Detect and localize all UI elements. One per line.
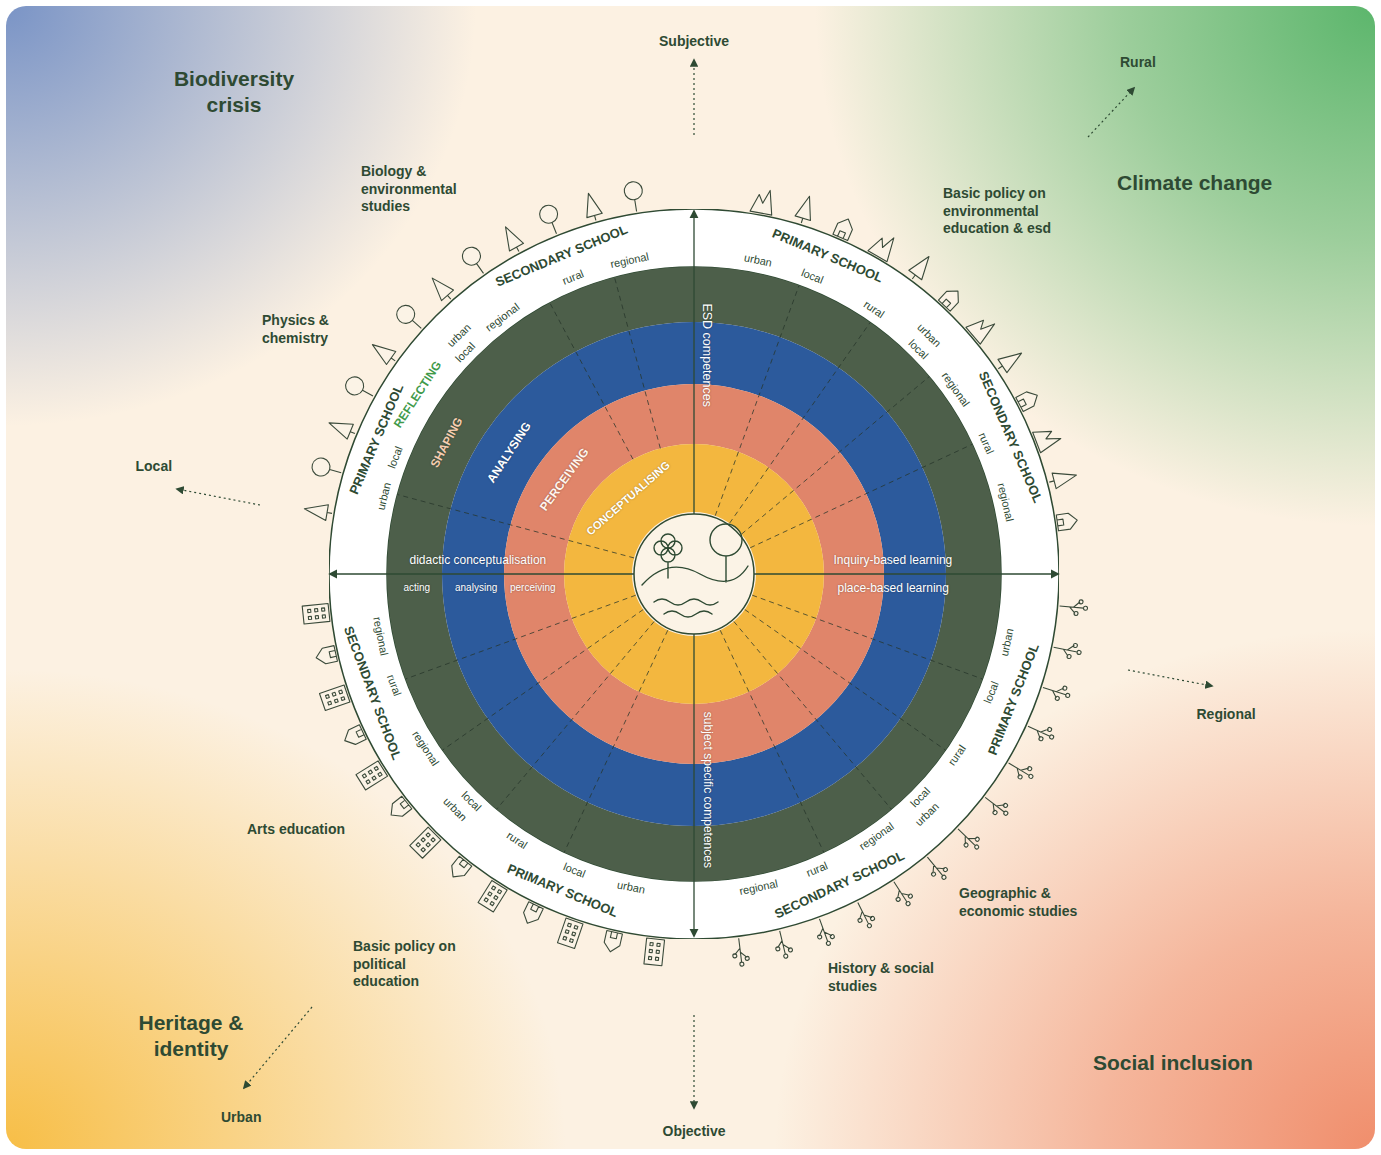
- sector-divider: [615, 277, 661, 448]
- landscape-icon: [994, 347, 1026, 376]
- landscape-icon: [644, 938, 665, 966]
- competence-label: subject specific competences: [700, 712, 714, 868]
- landscape-icon: [1004, 756, 1036, 784]
- subject-label: Geographic & economic studies: [959, 885, 1109, 920]
- landscape-icon: [980, 791, 1012, 821]
- sector-divider: [550, 303, 633, 459]
- subject-label: Basic policy on political education: [353, 938, 475, 991]
- sector-divider: [715, 286, 799, 516]
- centre-emblem: [642, 524, 748, 617]
- landscape-icon: [314, 646, 337, 666]
- landscape-icon: [499, 223, 526, 255]
- landscape-icon: [581, 191, 604, 222]
- subject-label: Biology & environmental studies: [361, 163, 496, 216]
- sector-divider: [730, 323, 871, 524]
- competence-label: analysing: [455, 582, 497, 594]
- landscape-icon: [303, 501, 333, 521]
- landscape-icon: [623, 180, 645, 212]
- subject-label: History & social studies: [828, 960, 953, 995]
- sector-divider: [564, 630, 668, 852]
- landscape-icon: [1059, 598, 1088, 616]
- landscape-icon: [310, 456, 344, 482]
- theme-title: Heritage & identity: [116, 1010, 266, 1063]
- subject-label: Basic policy on environmental education …: [943, 185, 1078, 238]
- theme-title: Climate change: [1117, 170, 1272, 196]
- axis-pointer: [177, 489, 260, 505]
- axis-label: Objective: [663, 1123, 726, 1139]
- axis-pointer: [693, 1015, 694, 1108]
- subject-label: Arts education: [247, 821, 345, 839]
- theme-title: Social inclusion: [1093, 1050, 1253, 1076]
- landscape-icon: [1052, 639, 1083, 660]
- sector-divider: [752, 595, 982, 679]
- centre-disc: [634, 514, 754, 634]
- sector-divider: [734, 621, 891, 809]
- axis-label: Rural: [1120, 54, 1156, 70]
- sector-divider: [720, 630, 824, 852]
- axis-label: Regional: [1197, 706, 1256, 722]
- landscape-icon: [319, 685, 349, 710]
- landscape-icon: [558, 918, 583, 948]
- axis-pointer: [1128, 670, 1212, 686]
- landscape-icon: [1047, 467, 1078, 490]
- landscape-icon: [750, 187, 776, 215]
- landscape-icon: [906, 252, 936, 284]
- landscape-icon: [326, 415, 358, 440]
- sector-divider: [741, 377, 929, 534]
- landscape-icon: [342, 374, 377, 404]
- landscape-icon: [812, 916, 837, 948]
- landscape-icon: [302, 603, 330, 624]
- landscape-icon: [772, 929, 794, 960]
- sector-divider: [745, 610, 946, 751]
- landscape-icon: [1025, 719, 1057, 745]
- sector-divider: [750, 444, 972, 548]
- landscape-icon: [1056, 512, 1078, 531]
- landscape-icon: [602, 931, 622, 954]
- landscape-icon: [794, 194, 817, 225]
- competence-label: place-based learning: [838, 582, 949, 596]
- competence-label: acting: [404, 582, 431, 594]
- axis-label: Urban: [221, 1109, 261, 1125]
- axis-pointer: [244, 1007, 312, 1088]
- competence-label: ESD competences: [700, 303, 714, 407]
- landscape-icon: [537, 203, 565, 238]
- ring-fill: [329, 209, 1059, 939]
- subject-label: Physics & chemistry: [262, 312, 362, 347]
- competence-label: didactic conceptualisation: [410, 554, 547, 568]
- axis-label: Subjective: [659, 33, 729, 49]
- landscape-icon: [851, 899, 878, 931]
- axis-pointer: [1088, 88, 1134, 137]
- sector-divider: [497, 621, 654, 809]
- axis-pointer: [693, 60, 694, 135]
- sector-divider: [443, 610, 644, 751]
- landscape-icon: [368, 338, 400, 367]
- theme-title: Biodiversity crisis: [149, 66, 319, 119]
- landscape-icon: [1041, 680, 1073, 704]
- landscape-icon: [833, 216, 856, 241]
- sector-divider: [397, 495, 634, 558]
- landscape-icon: [887, 877, 916, 909]
- axis-label: Local: [136, 458, 173, 474]
- landscape-icon: [731, 937, 750, 967]
- competence-label: perceiving: [510, 582, 556, 594]
- sector-divider: [406, 595, 636, 679]
- competence-label: Inquiry-based learning: [834, 554, 953, 568]
